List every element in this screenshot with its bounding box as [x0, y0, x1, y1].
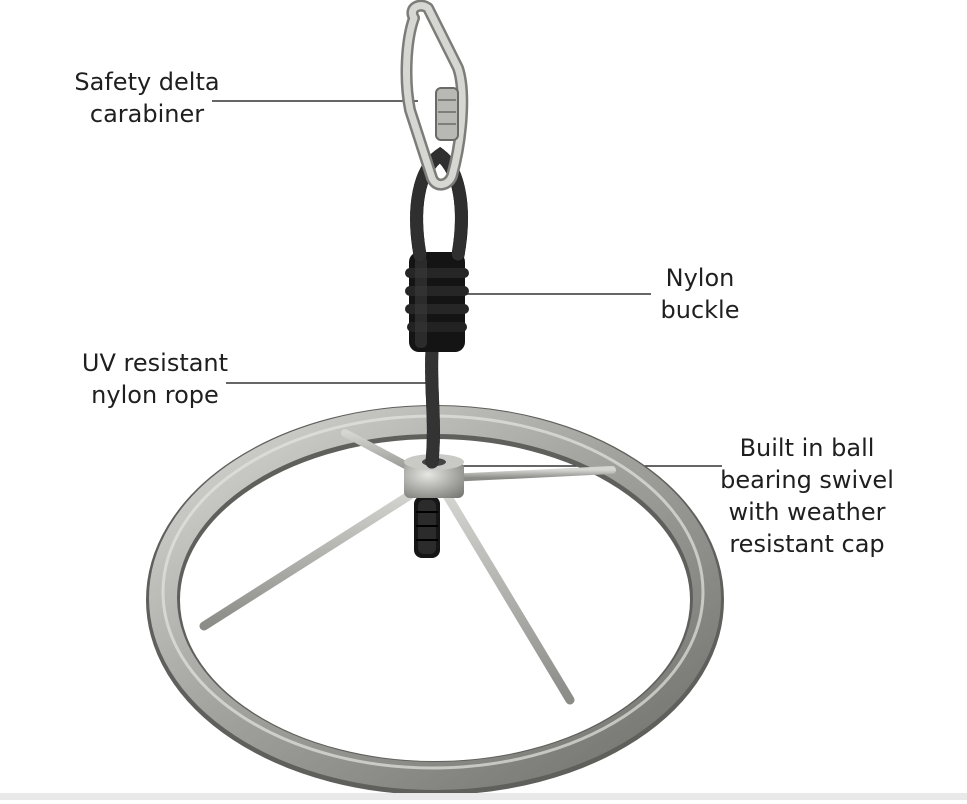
callout-carabiner-line1: Safety delta	[74, 68, 220, 96]
callout-swivel-line4: resistant cap	[729, 530, 885, 558]
callout-swivel-line3: with weather	[728, 498, 886, 526]
callout-buckle-line1: Nylon	[665, 264, 735, 292]
callout-swivel: Built in ball bearing swivel with weathe…	[712, 432, 902, 560]
callout-rope-line1: UV resistant	[81, 349, 229, 377]
callout-swivel-line1: Built in ball	[739, 434, 875, 462]
rope-knot	[414, 496, 440, 558]
callout-buckle-line2: buckle	[660, 296, 740, 324]
callout-rope: UV resistant nylon rope	[70, 347, 240, 411]
nylon-rope	[425, 343, 440, 469]
bottom-strip	[0, 793, 967, 800]
delta-carabiner	[400, 0, 469, 191]
callout-buckle: Nylon buckle	[640, 262, 760, 326]
nylon-buckle	[405, 252, 469, 352]
callout-swivel-line2: bearing swivel	[720, 466, 894, 494]
rope-loop	[410, 147, 468, 262]
callout-carabiner-line2: carabiner	[89, 100, 205, 128]
callout-rope-line2: nylon rope	[91, 381, 219, 409]
callout-carabiner: Safety delta carabiner	[72, 66, 222, 130]
